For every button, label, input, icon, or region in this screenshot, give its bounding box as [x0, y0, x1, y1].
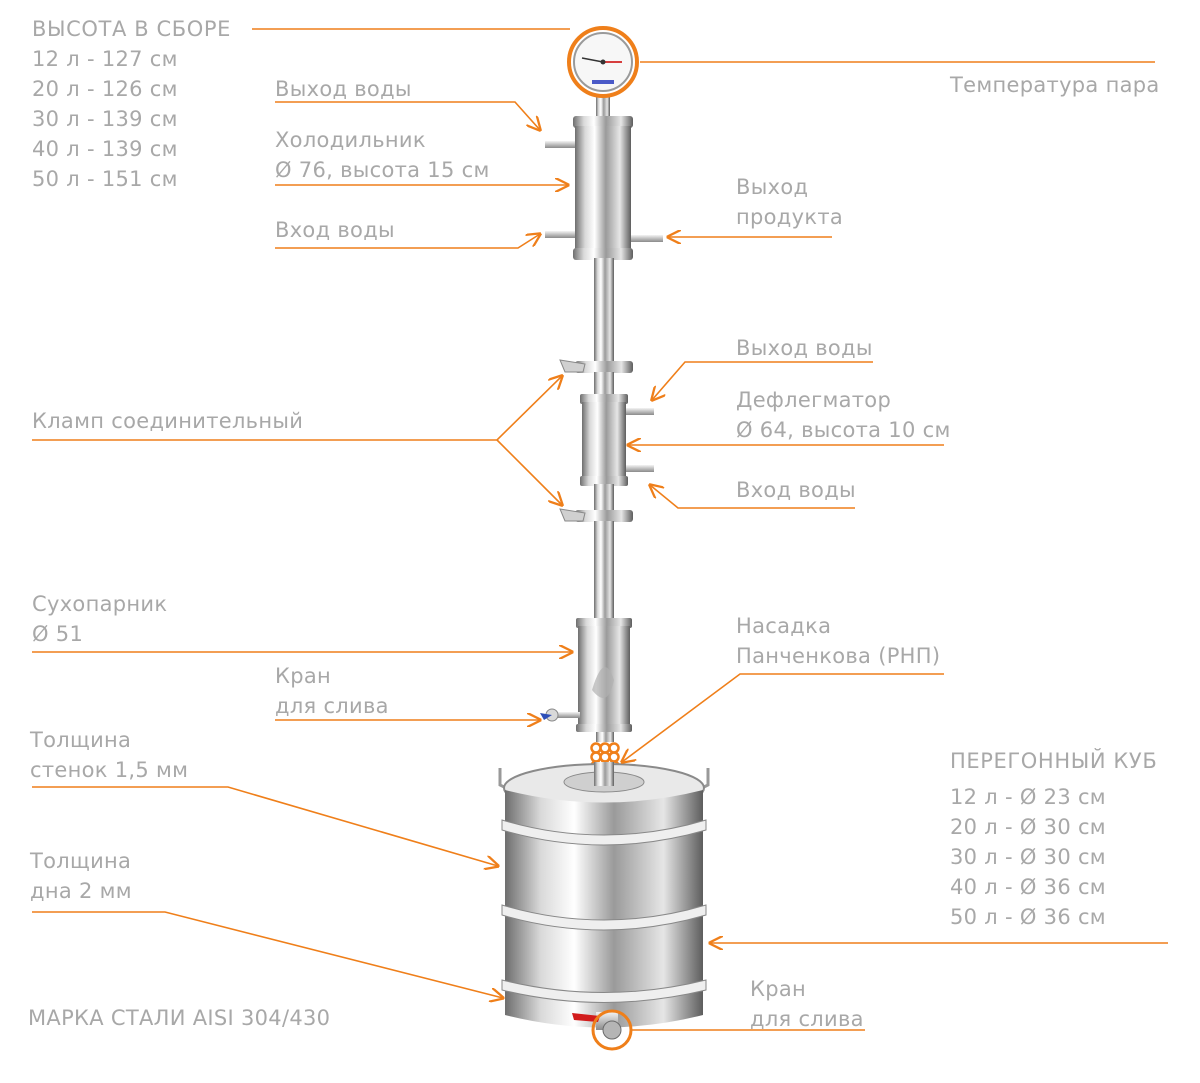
wall-thickness-label: Толщина стенок 1,5 мм — [30, 725, 188, 785]
drain-tap-lower-label: Кран для слива — [750, 974, 864, 1034]
dry-steamer-size: Ø 51 — [32, 622, 84, 646]
bottom-line2: дна 2 мм — [30, 879, 132, 903]
drain-tap-lower-line2: для слива — [750, 1007, 864, 1031]
cube-line-12: 12 л - Ø 23 см — [950, 785, 1106, 809]
height-block: ВЫСОТА В СБОРЕ 12 л - 127 см 20 л - 126 … — [32, 14, 231, 194]
cooler-water-out-label: Выход воды — [275, 77, 412, 101]
cooler-name: Холодильник — [275, 128, 426, 152]
product-out-label: Выход продукта — [736, 172, 843, 232]
product-out-line2: продукта — [736, 205, 844, 229]
clamp-upper — [559, 359, 633, 373]
bottom-line1: Толщина — [30, 849, 132, 873]
cube-title: ПЕРЕГОННЫЙ КУБ — [950, 749, 1158, 773]
cube-line-50: 50 л - Ø 36 см — [950, 905, 1106, 929]
packing-line1: Насадка — [736, 614, 832, 638]
cube-line-30: 30 л - Ø 30 см — [950, 845, 1106, 869]
wall-line2: стенок 1,5 мм — [30, 758, 189, 782]
height-line-40: 40 л - 139 см — [32, 137, 178, 161]
dry-steamer-name: Сухопарник — [32, 592, 168, 616]
dry-steamer-body — [540, 618, 632, 732]
clamp-label: Кламп соединительный — [32, 409, 304, 433]
product-out-line1: Выход — [736, 175, 809, 199]
dephlegmator-water-out-label: Выход воды — [736, 336, 873, 360]
drain-tap-upper-label: Кран для слива — [275, 661, 389, 721]
steam-temp-label: Температура пара — [950, 73, 1160, 97]
cube-line-20: 20 л - Ø 30 см — [950, 815, 1106, 839]
dephlegmator-water-in-label: Вход воды — [736, 478, 856, 502]
dephlegmator-size: Ø 64, высота 10 см — [736, 418, 951, 442]
cooler-body — [545, 116, 663, 260]
height-line-30: 30 л - 139 см — [32, 107, 178, 131]
height-line-12: 12 л - 127 см — [32, 47, 178, 71]
packing-label: Насадка Панченкова (РНП) — [736, 611, 940, 671]
drain-tap-upper-line1: Кран — [275, 664, 332, 688]
height-title: ВЫСОТА В СБОРЕ — [32, 17, 232, 41]
dephlegmator-name: Дефлегматор — [736, 388, 892, 412]
cooler-label: Холодильник Ø 76, высота 15 см — [275, 125, 490, 185]
wall-line1: Толщина — [30, 728, 132, 752]
cube-block: ПЕРЕГОННЫЙ КУБ 12 л - Ø 23 см 20 л - Ø 3… — [950, 746, 1157, 932]
clamp-lower — [559, 508, 633, 522]
height-line-20: 20 л - 126 см — [32, 77, 178, 101]
leader-lines — [32, 28, 1168, 1031]
drain-tap-lower-line1: Кран — [750, 977, 807, 1001]
distillation-cube — [498, 762, 710, 1051]
dephlegmator-label: Дефлегматор Ø 64, высота 10 см — [736, 385, 951, 445]
steel-grade-label: МАРКА СТАЛИ AISI 304/430 — [28, 1006, 331, 1030]
column-tube-top — [594, 258, 614, 363]
thermometer-icon — [567, 26, 639, 117]
dry-steamer-label: Сухопарник Ø 51 — [32, 589, 167, 649]
drain-tap-upper-line2: для слива — [275, 694, 389, 718]
cube-line-40: 40 л - Ø 36 см — [950, 875, 1106, 899]
cooler-size: Ø 76, высота 15 см — [275, 158, 490, 182]
dephlegmator-body — [580, 394, 654, 486]
cooler-water-in-label: Вход воды — [275, 218, 395, 242]
height-line-50: 50 л - 151 см — [32, 167, 178, 191]
bottom-thickness-label: Толщина дна 2 мм — [30, 846, 132, 906]
packing-line2: Панченкова (РНП) — [736, 644, 941, 668]
